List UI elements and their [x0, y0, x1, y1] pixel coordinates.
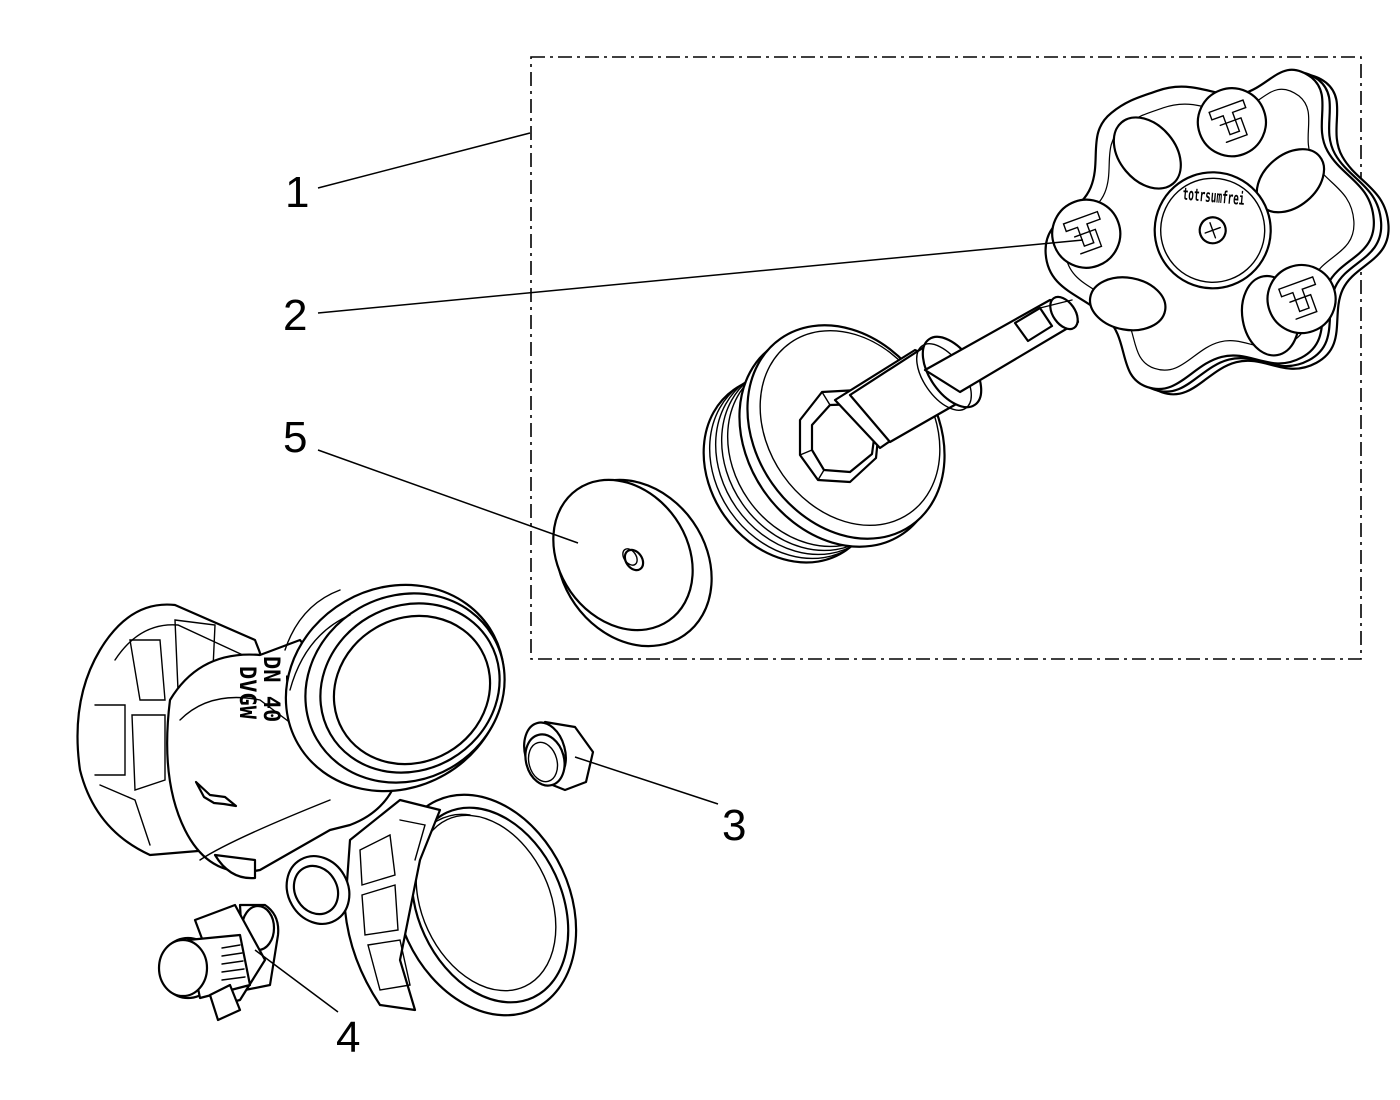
marking-dvgw: DVGW — [234, 666, 259, 720]
leader-line-4 — [254, 949, 339, 1013]
outlet-port — [392, 793, 578, 1017]
assembly-frame — [530, 56, 1362, 660]
leader-line-2 — [317, 239, 1084, 314]
drain-valve — [157, 903, 280, 1022]
right-union-nut — [343, 798, 442, 1012]
callout-1: 1 — [285, 168, 309, 217]
callout-5: 5 — [283, 413, 307, 462]
callout-3: 3 — [722, 801, 746, 850]
callout-2: 2 — [283, 291, 307, 340]
logo-medallion-left — [1051, 198, 1122, 269]
valve-body: DVGW DN 40 DIN — [76, 583, 578, 1017]
logo-medallion-bottom — [1266, 263, 1337, 335]
bonnet-socket — [284, 583, 506, 793]
leader-line-1 — [317, 132, 531, 189]
callout-4: 4 — [336, 1013, 360, 1062]
washer-disc — [552, 478, 713, 648]
handwheel: totrsumfrei — [1044, 68, 1390, 396]
logo-medallion-top — [1196, 87, 1267, 158]
bonnet-assembly — [702, 295, 1080, 564]
leader-line-5 — [317, 449, 579, 544]
leader-line-3 — [574, 756, 719, 805]
flow-direction-arrow-icon — [194, 780, 238, 808]
marking-dn40: DN 40 — [258, 656, 283, 722]
plug — [523, 720, 595, 792]
